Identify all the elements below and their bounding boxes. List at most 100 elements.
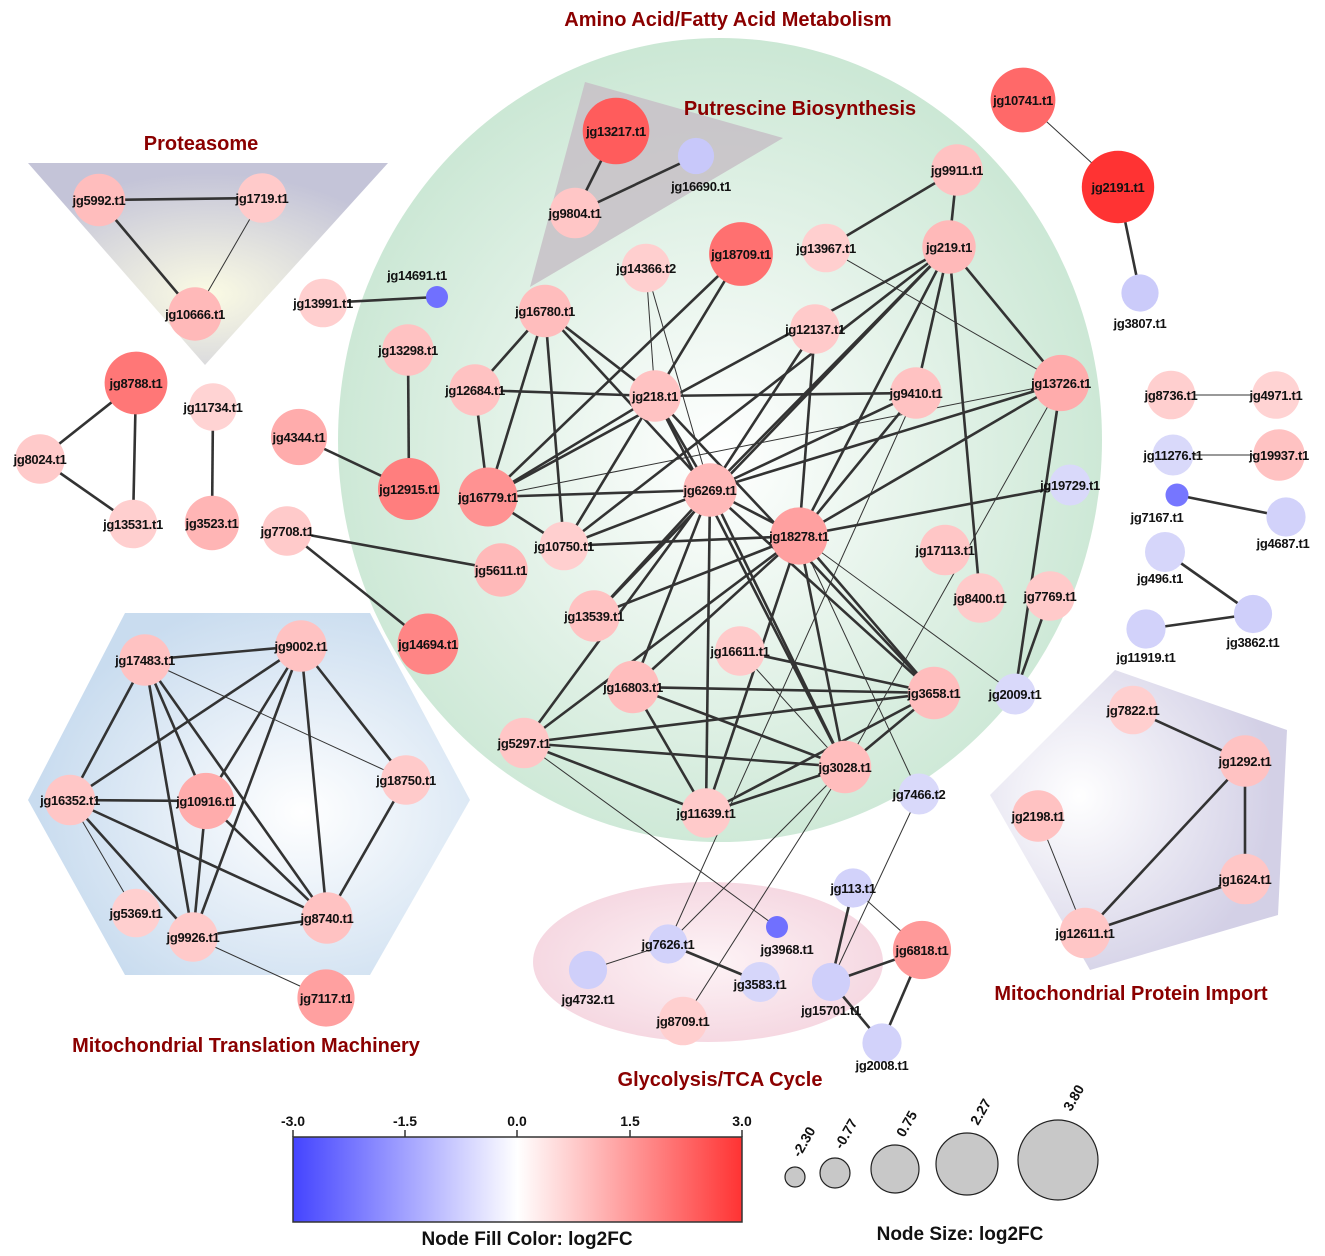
node-circle[interactable] <box>108 499 158 549</box>
node-circle[interactable] <box>1165 483 1189 507</box>
node-jg2009.t1[interactable]: jg2009.t1 <box>988 673 1042 715</box>
node-circle[interactable] <box>1219 735 1271 787</box>
node-jg8024.t1[interactable]: jg8024.t1 <box>13 434 67 484</box>
node-circle[interactable] <box>189 383 237 431</box>
node-jg13991.t1[interactable]: jg13991.t1 <box>292 278 353 328</box>
node-circle[interactable] <box>498 717 550 769</box>
node-jg16803.t1[interactable]: jg16803.t1 <box>602 660 663 714</box>
node-circle[interactable] <box>168 912 218 962</box>
node-jg18709.t1[interactable]: jg18709.t1 <box>709 222 773 286</box>
node-jg13967.t1[interactable]: jg13967.t1 <box>795 223 856 273</box>
node-circle[interactable] <box>677 137 715 175</box>
node-circle[interactable] <box>568 590 620 642</box>
node-jg14694.t1[interactable]: jg14694.t1 <box>397 613 459 675</box>
node-jg9410.t1[interactable]: jg9410.t1 <box>889 367 943 419</box>
node-circle[interactable] <box>104 351 168 415</box>
node-circle[interactable] <box>1266 497 1306 537</box>
node-jg3523.t1[interactable]: jg3523.t1 <box>185 495 240 551</box>
node-circle[interactable] <box>539 521 589 571</box>
node-jg15701.t1[interactable]: jg15701.t1 <box>800 962 861 1018</box>
node-circle[interactable] <box>1219 853 1271 905</box>
node-circle[interactable] <box>898 773 940 815</box>
node-jg4344.t1[interactable]: jg4344.t1 <box>270 408 328 466</box>
node-circle[interactable] <box>1253 429 1305 481</box>
node-circle[interactable] <box>715 626 765 676</box>
node-jg19937.t1[interactable]: jg19937.t1 <box>1248 429 1309 481</box>
node-jg14366.t2[interactable]: jg14366.t2 <box>615 243 676 293</box>
node-circle[interactable] <box>301 892 353 944</box>
node-circle[interactable] <box>1108 685 1158 735</box>
node-jg12915.t1[interactable]: jg12915.t1 <box>378 458 440 520</box>
node-jg8400.t1[interactable]: jg8400.t1 <box>953 573 1007 623</box>
node-jg2198.t1[interactable]: jg2198.t1 <box>1011 790 1065 842</box>
node-circle[interactable] <box>621 243 671 293</box>
node-jg219.t1[interactable]: jg219.t1 <box>922 220 976 274</box>
node-jg2008.t1[interactable]: jg2008.t1 <box>855 1023 909 1073</box>
node-circle[interactable] <box>458 467 518 527</box>
node-jg16780.t1[interactable]: jg16780.t1 <box>514 284 575 338</box>
node-circle[interactable] <box>892 920 952 980</box>
node-jg8788.t1[interactable]: jg8788.t1 <box>104 351 168 415</box>
node-circle[interactable] <box>177 772 235 830</box>
node-circle[interactable] <box>382 324 434 376</box>
node-jg3583.t1[interactable]: jg3583.t1 <box>733 962 787 1002</box>
node-circle[interactable] <box>606 660 660 714</box>
node-jg17113.t1[interactable]: jg17113.t1 <box>914 524 975 576</box>
node-jg3968.t1[interactable]: jg3968.t1 <box>760 916 814 957</box>
node-circle[interactable] <box>922 220 976 274</box>
node-circle[interactable] <box>449 364 501 416</box>
node-jg9002.t1[interactable]: jg9002.t1 <box>274 620 328 672</box>
node-jg9926.t1[interactable]: jg9926.t1 <box>166 912 220 962</box>
node-jg10666.t1[interactable]: jg10666.t1 <box>164 287 225 341</box>
node-jg11276.t1[interactable]: jg11276.t1 <box>1142 434 1203 476</box>
node-circle[interactable] <box>1081 150 1155 224</box>
node-jg3807.t1[interactable]: jg3807.t1 <box>1113 274 1167 331</box>
node-circle[interactable] <box>990 67 1056 133</box>
node-circle[interactable] <box>378 458 440 520</box>
node-jg3862.t1[interactable]: jg3862.t1 <box>1226 594 1280 650</box>
node-jg3658.t1[interactable]: jg3658.t1 <box>907 666 961 720</box>
node-circle[interactable] <box>683 463 737 517</box>
node-circle[interactable] <box>766 916 788 938</box>
node-jg13539.t1[interactable]: jg13539.t1 <box>563 590 624 642</box>
node-circle[interactable] <box>1145 532 1185 572</box>
node-jg8736.t1[interactable]: jg8736.t1 <box>1144 370 1198 420</box>
node-circle[interactable] <box>426 286 448 308</box>
node-circle[interactable] <box>568 950 608 990</box>
node-circle[interactable] <box>1025 571 1075 621</box>
node-circle[interactable] <box>1121 274 1159 312</box>
node-jg5297.t1[interactable]: jg5297.t1 <box>497 717 551 769</box>
node-jg11734.t1[interactable]: jg11734.t1 <box>182 383 243 431</box>
node-circle[interactable] <box>15 434 65 484</box>
node-circle[interactable] <box>648 924 688 964</box>
node-circle[interactable] <box>1252 371 1300 419</box>
node-circle[interactable] <box>1032 354 1090 412</box>
node-jg12137.t1[interactable]: jg12137.t1 <box>784 304 845 354</box>
node-jg3028.t1[interactable]: jg3028.t1 <box>818 740 872 794</box>
node-jg11919.t1[interactable]: jg11919.t1 <box>1115 609 1176 665</box>
node-circle[interactable] <box>549 187 601 239</box>
node-jg9911.t1[interactable]: jg9911.t1 <box>930 144 983 196</box>
node-circle[interactable] <box>270 408 328 466</box>
node-jg113.t1[interactable]: jg113.t1 <box>829 868 876 908</box>
node-jg18750.t1[interactable]: jg18750.t1 <box>375 755 436 805</box>
node-circle[interactable] <box>907 666 961 720</box>
node-circle[interactable] <box>119 634 171 686</box>
node-jg17483.t1[interactable]: jg17483.t1 <box>114 634 175 686</box>
node-circle[interactable] <box>1146 370 1196 420</box>
node-jg14691.t1[interactable]: jg14691.t1 <box>386 268 448 308</box>
node-circle[interactable] <box>1049 464 1091 506</box>
node-circle[interactable] <box>709 222 773 286</box>
node-jg7117.t1[interactable]: jg7117.t1 <box>297 969 355 1027</box>
node-jg8740.t1[interactable]: jg8740.t1 <box>300 892 354 944</box>
node-circle[interactable] <box>801 223 851 273</box>
node-circle[interactable] <box>275 620 327 672</box>
node-circle[interactable] <box>518 284 572 338</box>
node-circle[interactable] <box>811 962 851 1002</box>
node-jg4732.t1[interactable]: jg4732.t1 <box>561 950 615 1007</box>
node-circle[interactable] <box>1012 790 1064 842</box>
node-circle[interactable] <box>397 613 459 675</box>
node-jg1292.t1[interactable]: jg1292.t1 <box>1218 735 1272 787</box>
node-jg16352.t1[interactable]: jg16352.t1 <box>39 774 100 826</box>
node-jg5369.t1[interactable]: jg5369.t1 <box>109 888 163 938</box>
